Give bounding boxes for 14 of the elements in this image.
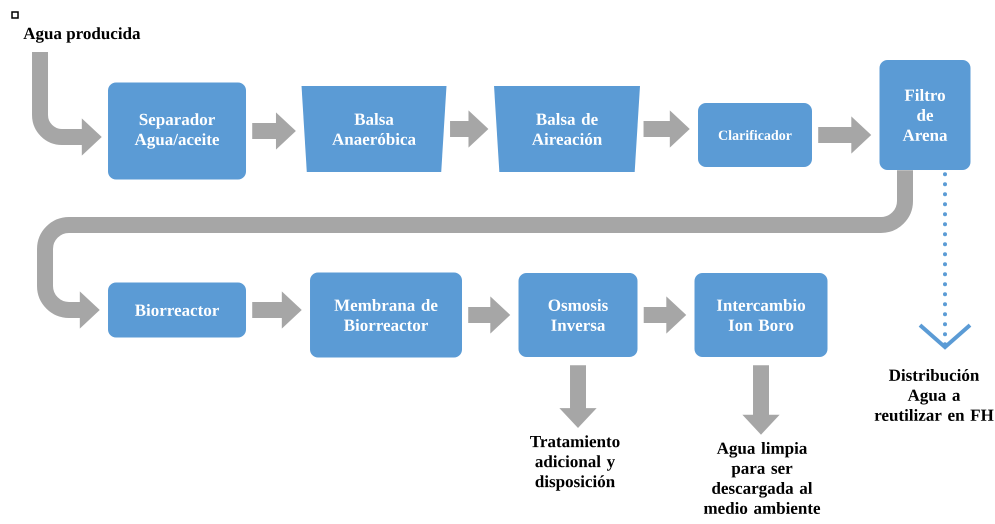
flow-text: Tratamiento adicional y disposición: [530, 435, 620, 491]
flow-text: Agua producida: [23, 27, 140, 43]
dotted-arrow: [918, 172, 972, 350]
process-box: Intercambio Ion Boro: [694, 273, 828, 357]
flow-text: Distribución Agua a reutilizar en FH: [874, 368, 994, 421]
process-box: Osmosis Inversa: [518, 273, 638, 357]
process-box: Clarificador: [698, 103, 812, 167]
process-box: Separador Agua/aceite: [108, 82, 246, 180]
process-box: Filtro de Arena: [880, 60, 970, 170]
basin-trapezoid: Balsa de Aireación: [494, 86, 640, 172]
basin-trapezoid: Balsa Anaeróbica: [302, 86, 446, 172]
process-box: Biorreactor: [108, 282, 246, 338]
process-box: Membrana de Biorreactor: [310, 272, 462, 358]
flow-text: Agua limpia para ser descargada al medio ambiente: [704, 442, 820, 514]
